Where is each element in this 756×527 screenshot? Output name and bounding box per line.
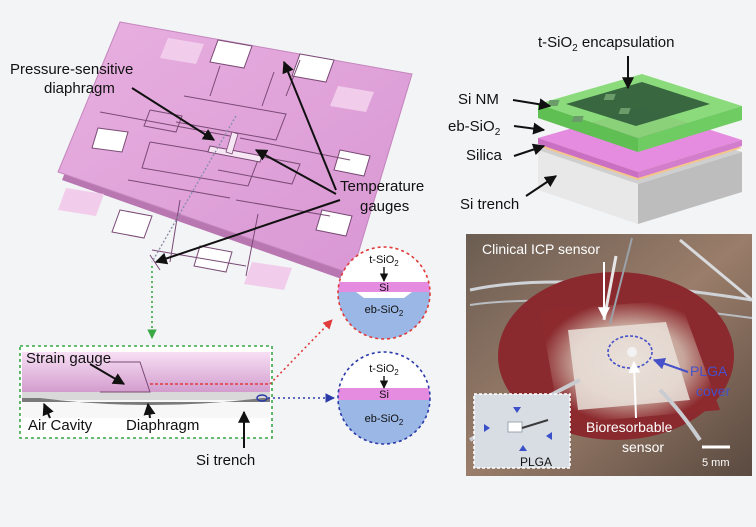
arrow-plga-cover — [652, 357, 689, 373]
label-si-trench-bottom: Si trench — [196, 452, 255, 469]
red-dotted-link — [269, 319, 333, 385]
label-pressure-sensitive: Pressure-sensitive — [10, 61, 133, 78]
circle-top-si: Si — [379, 282, 389, 294]
label-strain-gauge: Strain gauge — [26, 350, 111, 367]
label-gauges: gauges — [360, 198, 409, 215]
chip-window — [291, 53, 335, 83]
chip-window — [315, 209, 353, 237]
surgical-photo — [466, 234, 753, 476]
arrow-eb-sio2 — [513, 122, 546, 135]
chip-pad — [330, 86, 374, 112]
label-scale-bar: 5 mm — [702, 457, 730, 469]
circle-bot-si: Si — [379, 389, 389, 401]
label-plga-cover-2: cover — [696, 383, 731, 399]
circle-top-ebsio2: eb-SiO2 — [365, 304, 404, 318]
sensor-chip — [57, 21, 413, 290]
arrow-temp-2 — [254, 149, 337, 195]
label-tsio2-encapsulation: t-SiO2 encapsulation — [538, 34, 674, 54]
circle-top-tsio2: t-SiO2 — [369, 254, 399, 268]
chip-pad — [160, 38, 204, 64]
diaphragm-slot — [207, 145, 263, 163]
arrow-silica — [513, 143, 546, 157]
chip-pad — [58, 188, 104, 216]
layer-stack-diagram — [538, 74, 742, 224]
arrow-strain-gauge — [89, 363, 126, 385]
zoom-circle-top: t-SiO2 Si eb-SiO2 — [337, 246, 431, 340]
label-plga-cover-1: PLGA — [690, 363, 728, 379]
chip-window — [209, 39, 253, 69]
arrow-si-nm — [512, 98, 552, 111]
label-bioresorbable-2: sensor — [622, 439, 664, 455]
label-diaphragm: diaphragm — [44, 80, 115, 97]
label-bioresorbable-1: Bioresorbable — [586, 419, 673, 435]
arrow-temp-3 — [154, 199, 341, 265]
label-eb-sio2: eb-SiO2 — [448, 118, 501, 138]
label-plga-inset: PLGA — [520, 455, 552, 469]
label-silica: Silica — [466, 147, 503, 164]
circle-bot-ebsio2: eb-SiO2 — [365, 413, 404, 427]
chip-window — [111, 209, 153, 239]
arrow-diaphragm — [131, 87, 216, 141]
label-diaphragm-bottom: Diaphragm — [126, 417, 199, 434]
circle-bot-tsio2: t-SiO2 — [369, 363, 399, 377]
label-temperature: Temperature — [340, 178, 424, 195]
arrow-bioresorbable — [628, 360, 641, 419]
arrow-diaphragm-bottom — [143, 402, 156, 419]
label-si-trench-right: Si trench — [460, 196, 519, 213]
chip-pad — [244, 262, 292, 290]
label-air-cavity: Air Cavity — [28, 417, 93, 434]
label-si-nm: Si NM — [458, 91, 499, 108]
chip-window — [91, 127, 129, 153]
arrow-air-cavity — [42, 402, 54, 419]
label-clinical-icp: Clinical ICP sensor — [482, 241, 600, 257]
chip-window — [333, 149, 371, 177]
arrow-si-trench-right — [525, 175, 557, 197]
arrow-temp-1 — [282, 60, 337, 191]
zoom-circle-bottom: t-SiO2 Si eb-SiO2 — [337, 351, 431, 445]
cut-axis — [151, 115, 237, 263]
chip-window — [193, 245, 233, 273]
